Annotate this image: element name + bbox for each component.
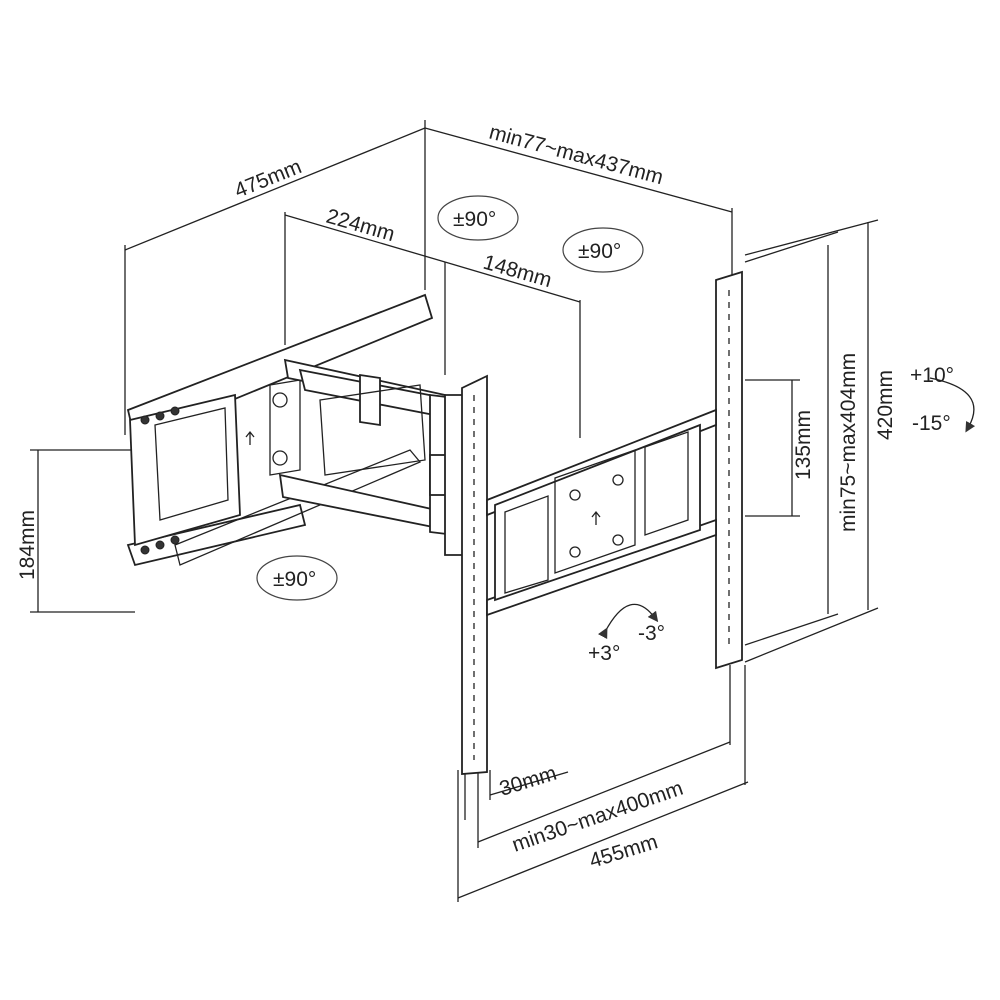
bracket-height-label: 420mm <box>874 370 897 440</box>
bracket-width-label: 455mm <box>587 830 661 872</box>
rail-slots <box>473 290 730 760</box>
arm-depth-label: 475mm <box>231 155 305 203</box>
arm-segment-2-label: 148mm <box>481 251 555 292</box>
vesa-vertical-label: min75~max404mm <box>837 353 860 532</box>
rotation-indicators <box>256 195 976 640</box>
swivel-top-left-label: ±90° <box>453 208 496 231</box>
dimension-lines <box>30 120 879 902</box>
wall-plate-height-label: 184mm <box>16 510 39 580</box>
tv-bracket <box>461 270 743 775</box>
swing-arms <box>278 358 466 556</box>
level-minus-label: -3° <box>638 622 665 645</box>
tilt-down-label: -15° <box>912 412 951 435</box>
swivel-bottom-label: ±90° <box>273 568 316 591</box>
arm-segment-1-label: 224mm <box>324 205 398 246</box>
level-plus-label: +3° <box>588 642 620 665</box>
wall-plate <box>126 293 434 567</box>
swivel-top-right-label: ±90° <box>578 240 621 263</box>
rail-width-label: 30mm <box>497 762 560 801</box>
wall-distance-label: min77~max437mm <box>487 121 666 190</box>
vesa-vertical-small-label: 135mm <box>792 410 815 480</box>
tilt-up-label: +10° <box>910 364 954 387</box>
